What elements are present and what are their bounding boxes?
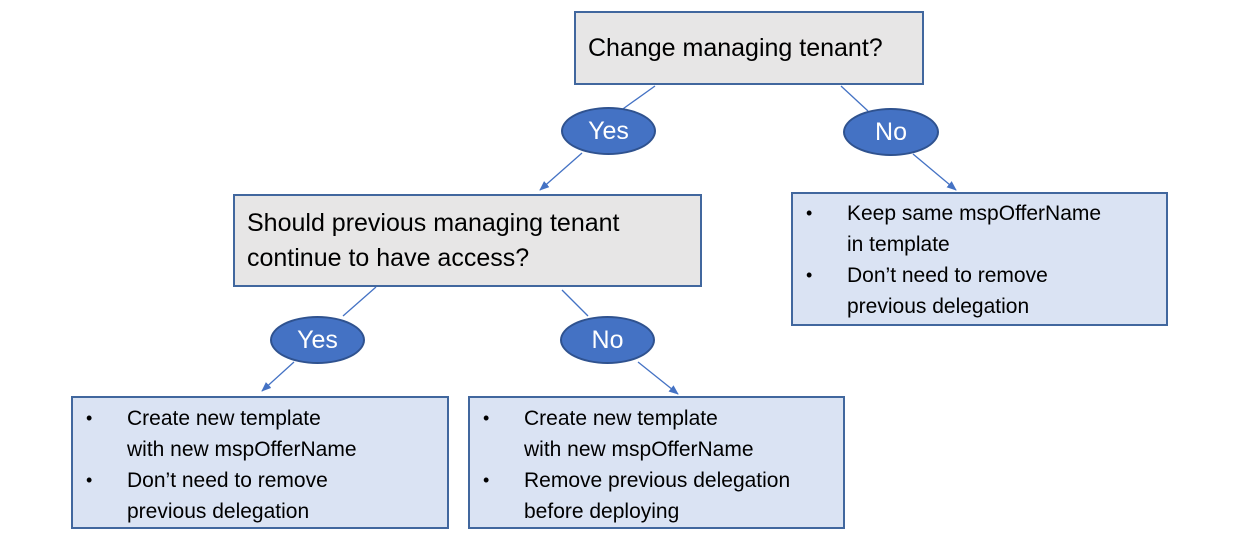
second-yes-label: Yes <box>270 316 365 364</box>
bullet-line: Create new template <box>524 407 718 430</box>
outcome-bullet: Don’t need to remove previous delegation <box>793 260 1166 322</box>
second-yes-text: Yes <box>297 325 338 354</box>
root-question-text: Change managing tenant? <box>588 33 883 62</box>
connector-no-to-outcome <box>912 153 957 191</box>
connector-second-to-yes <box>342 286 377 317</box>
connector-second-to-no <box>561 289 589 317</box>
connector-no-to-revoke-access <box>637 361 679 395</box>
root-yes-label: Yes <box>561 107 656 155</box>
bullet-line: Keep same mspOfferName <box>847 202 1102 225</box>
connector-yes-to-second-question <box>539 152 583 191</box>
outcome-bullet: Remove previous delegation before deploy… <box>470 465 843 527</box>
root-no-text: No <box>875 117 907 146</box>
second-no-text: No <box>591 325 624 354</box>
second-question-box: Should previous managing tenant continue… <box>233 194 702 287</box>
bullet-line: before deploying <box>524 500 680 523</box>
second-no-label: No <box>560 316 655 364</box>
outcome-revoke-access-box: Create new template with new mspOfferNam… <box>468 396 845 529</box>
bullet-line: with new mspOfferName <box>127 438 357 461</box>
bullet-line: previous delegation <box>847 295 1030 318</box>
outcome-no-change-list: Keep same mspOfferName in template Don’t… <box>793 198 1166 322</box>
outcome-bullet: Create new template with new mspOfferNam… <box>73 403 447 465</box>
root-yes-text: Yes <box>588 116 629 145</box>
bullet-line: Don’t need to remove <box>847 264 1048 287</box>
bullet-line: with new mspOfferName <box>524 438 754 461</box>
second-question-line: Should previous managing tenant <box>247 208 620 237</box>
outcome-bullet: Keep same mspOfferName in template <box>793 198 1166 260</box>
bullet-line: in template <box>847 233 950 256</box>
second-question-line: continue to have access? <box>247 243 530 272</box>
bullet-line: Remove previous delegation <box>524 469 791 492</box>
outcome-no-change-box: Keep same mspOfferName in template Don’t… <box>791 192 1168 326</box>
outcome-keep-access-list: Create new template with new mspOfferNam… <box>73 403 447 527</box>
connector-root-to-yes <box>619 85 656 112</box>
bullet-line: previous delegation <box>127 500 310 523</box>
connector-yes-to-keep-access <box>261 361 295 392</box>
bullet-line: Create new template <box>127 407 321 430</box>
outcome-bullet: Create new template with new mspOfferNam… <box>470 403 843 465</box>
connector-root-to-no <box>840 85 869 112</box>
root-question-box: Change managing tenant? <box>574 11 924 85</box>
outcome-keep-access-box: Create new template with new mspOfferNam… <box>71 396 449 529</box>
outcome-revoke-access-list: Create new template with new mspOfferNam… <box>470 403 843 527</box>
second-question-text: Should previous managing tenant continue… <box>247 206 620 276</box>
outcome-bullet: Don’t need to remove previous delegation <box>73 465 447 527</box>
bullet-line: Don’t need to remove <box>127 469 328 492</box>
root-no-label: No <box>843 108 939 156</box>
